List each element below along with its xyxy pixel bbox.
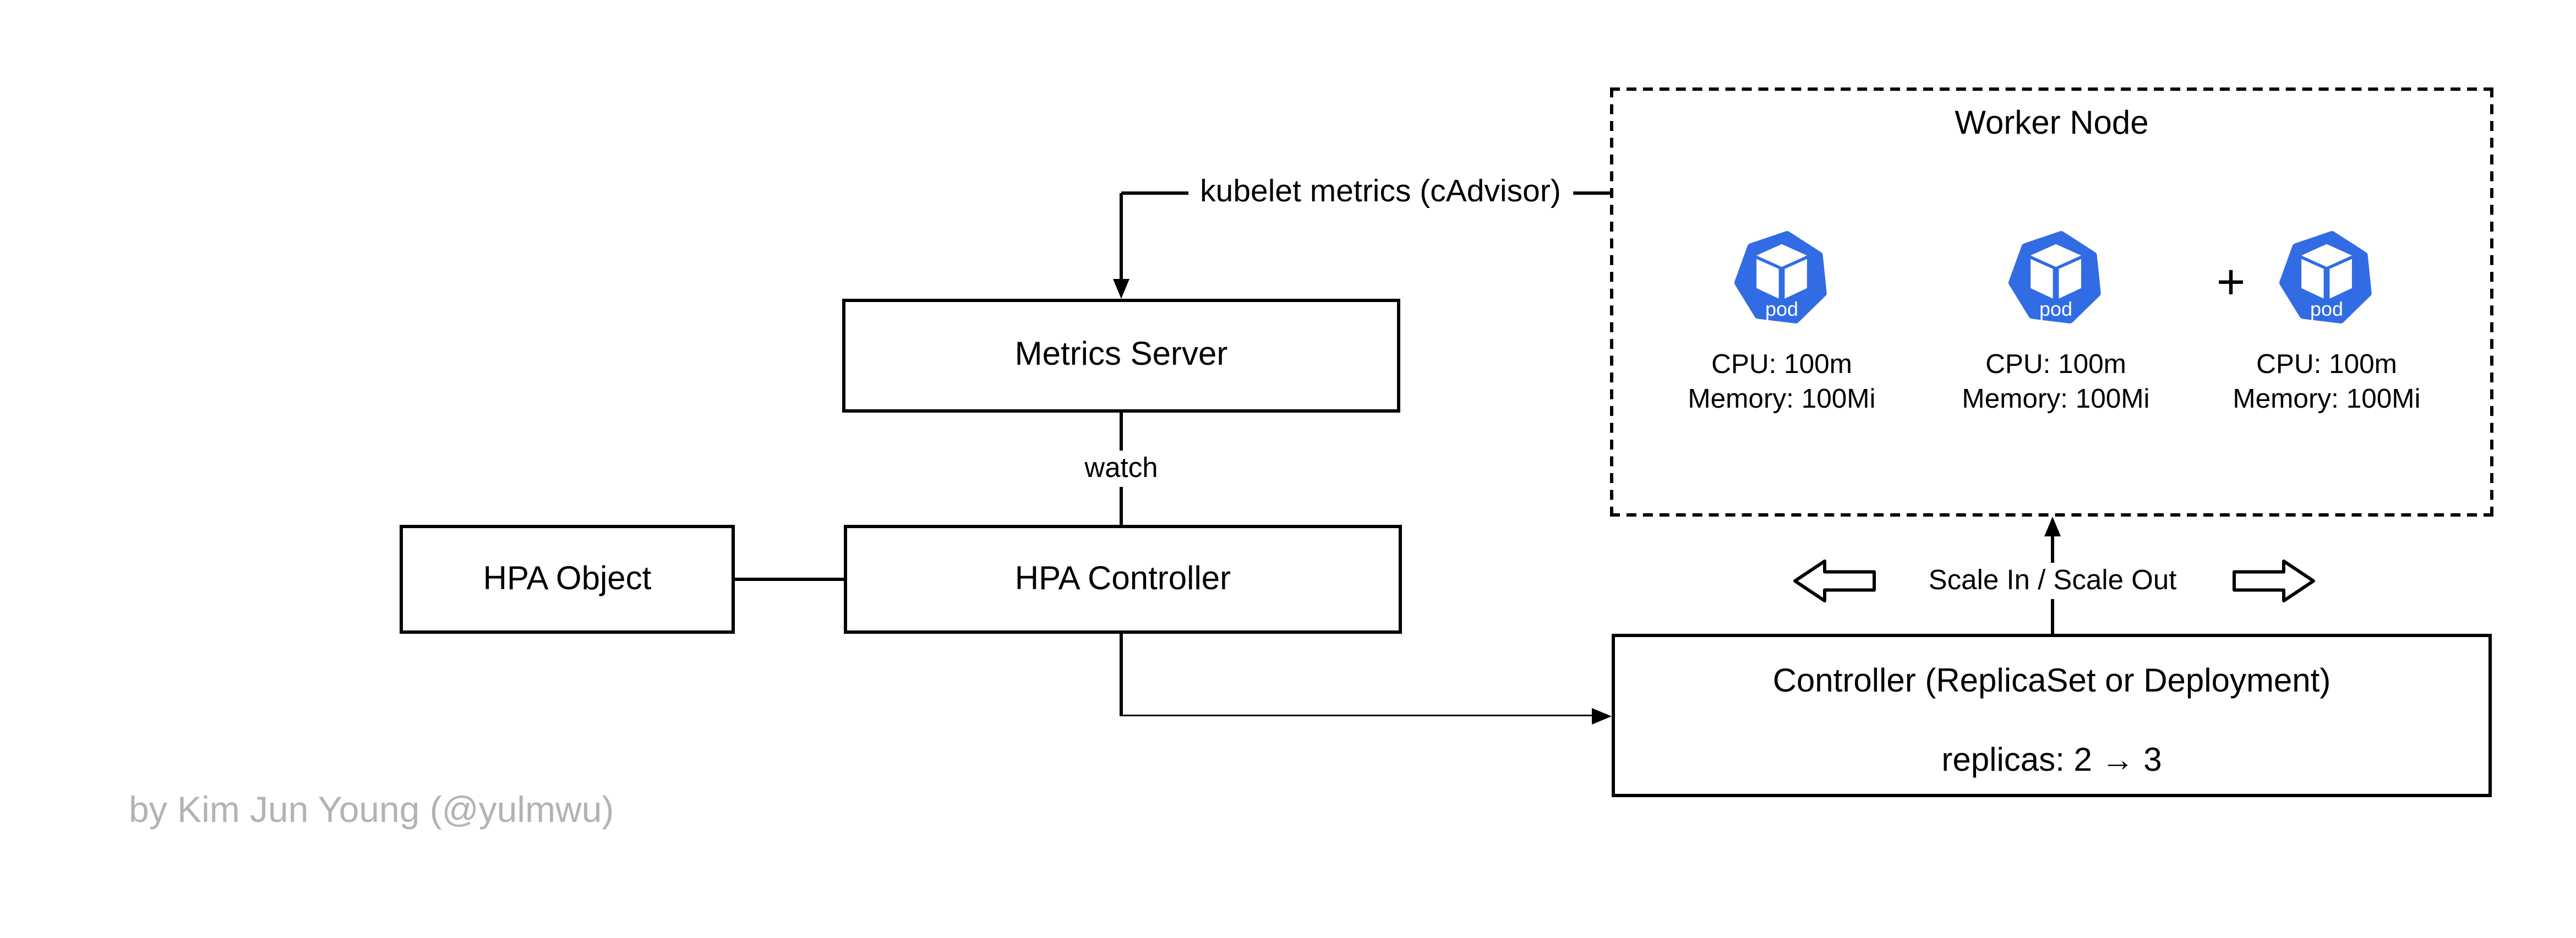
kubernetes-pod-icon: pod [2009, 231, 2101, 323]
pod-icon-label: pod [1765, 298, 1798, 320]
hpa-controller-box: HPA Controller [844, 525, 1402, 634]
kubelet-metrics-label: kubelet metrics (cAdvisor) [1188, 173, 1573, 213]
metrics-server-label: Metrics Server [1014, 337, 1228, 373]
plus-sign: + [2216, 256, 2246, 310]
metrics-server-box: Metrics Server [842, 299, 1400, 413]
pod-memory: Memory: 100Mi [1688, 385, 1876, 414]
arrowhead-into-controller [1592, 707, 1612, 725]
controller-title: Controller (ReplicaSet or Deployment) [1772, 663, 2331, 700]
pod-cpu: CPU: 100m [1711, 350, 1852, 380]
controller-box: Controller (ReplicaSet or Deployment) re… [1612, 634, 2492, 797]
pod-cpu: CPU: 100m [1985, 350, 2126, 380]
pod-group-3: pod CPU: 100m Memory: 100Mi [2203, 228, 2451, 418]
pod-group-1: pod CPU: 100m Memory: 100Mi [1658, 228, 1906, 418]
arrowhead-into-metrics-server [1113, 279, 1129, 299]
hpa-controller-label: HPA Controller [1014, 560, 1231, 597]
worker-node-title: Worker Node [1955, 106, 2149, 142]
scale-in-left-arrow-icon [1793, 559, 1876, 602]
edge-kubelet-vertical-line [1120, 193, 1123, 281]
kubernetes-pod-icon: pod [2279, 231, 2372, 323]
pod-icon-label: pod [2310, 298, 2343, 320]
hpa-object-label: HPA Object [483, 560, 652, 597]
pod-memory: Memory: 100Mi [2233, 385, 2421, 414]
controller-replicas: replicas: 2 → 3 [1941, 743, 2162, 779]
edge-hpacontroller-down-line [1120, 634, 1123, 716]
edge-hpacontroller-controller-line [1121, 714, 1593, 717]
hpa-object-box: HPA Object [400, 525, 735, 634]
pod-resources-label: CPU: 100m Memory: 100Mi [1658, 348, 1906, 418]
arrowhead-into-worker-node [2044, 517, 2061, 536]
pod-group-2: pod CPU: 100m Memory: 100Mi [1932, 228, 2180, 418]
scale-out-right-arrow-icon [2233, 559, 2315, 602]
pod-memory: Memory: 100Mi [1962, 385, 2150, 414]
pod-cpu: CPU: 100m [2256, 350, 2397, 380]
pod-icon-label: pod [2039, 298, 2072, 320]
scale-in-out-label: Scale In / Scale Out [1917, 563, 2188, 599]
attribution-text: by Kim Jun Young (@yulmwu) [129, 789, 614, 830]
watch-label: watch [1073, 451, 1170, 487]
edge-hpaobject-hpacontroller-line [735, 578, 847, 581]
pod-resources-label: CPU: 100m Memory: 100Mi [1932, 348, 2180, 418]
pod-resources-label: CPU: 100m Memory: 100Mi [2203, 348, 2451, 418]
kubernetes-pod-icon: pod [1734, 231, 1827, 323]
